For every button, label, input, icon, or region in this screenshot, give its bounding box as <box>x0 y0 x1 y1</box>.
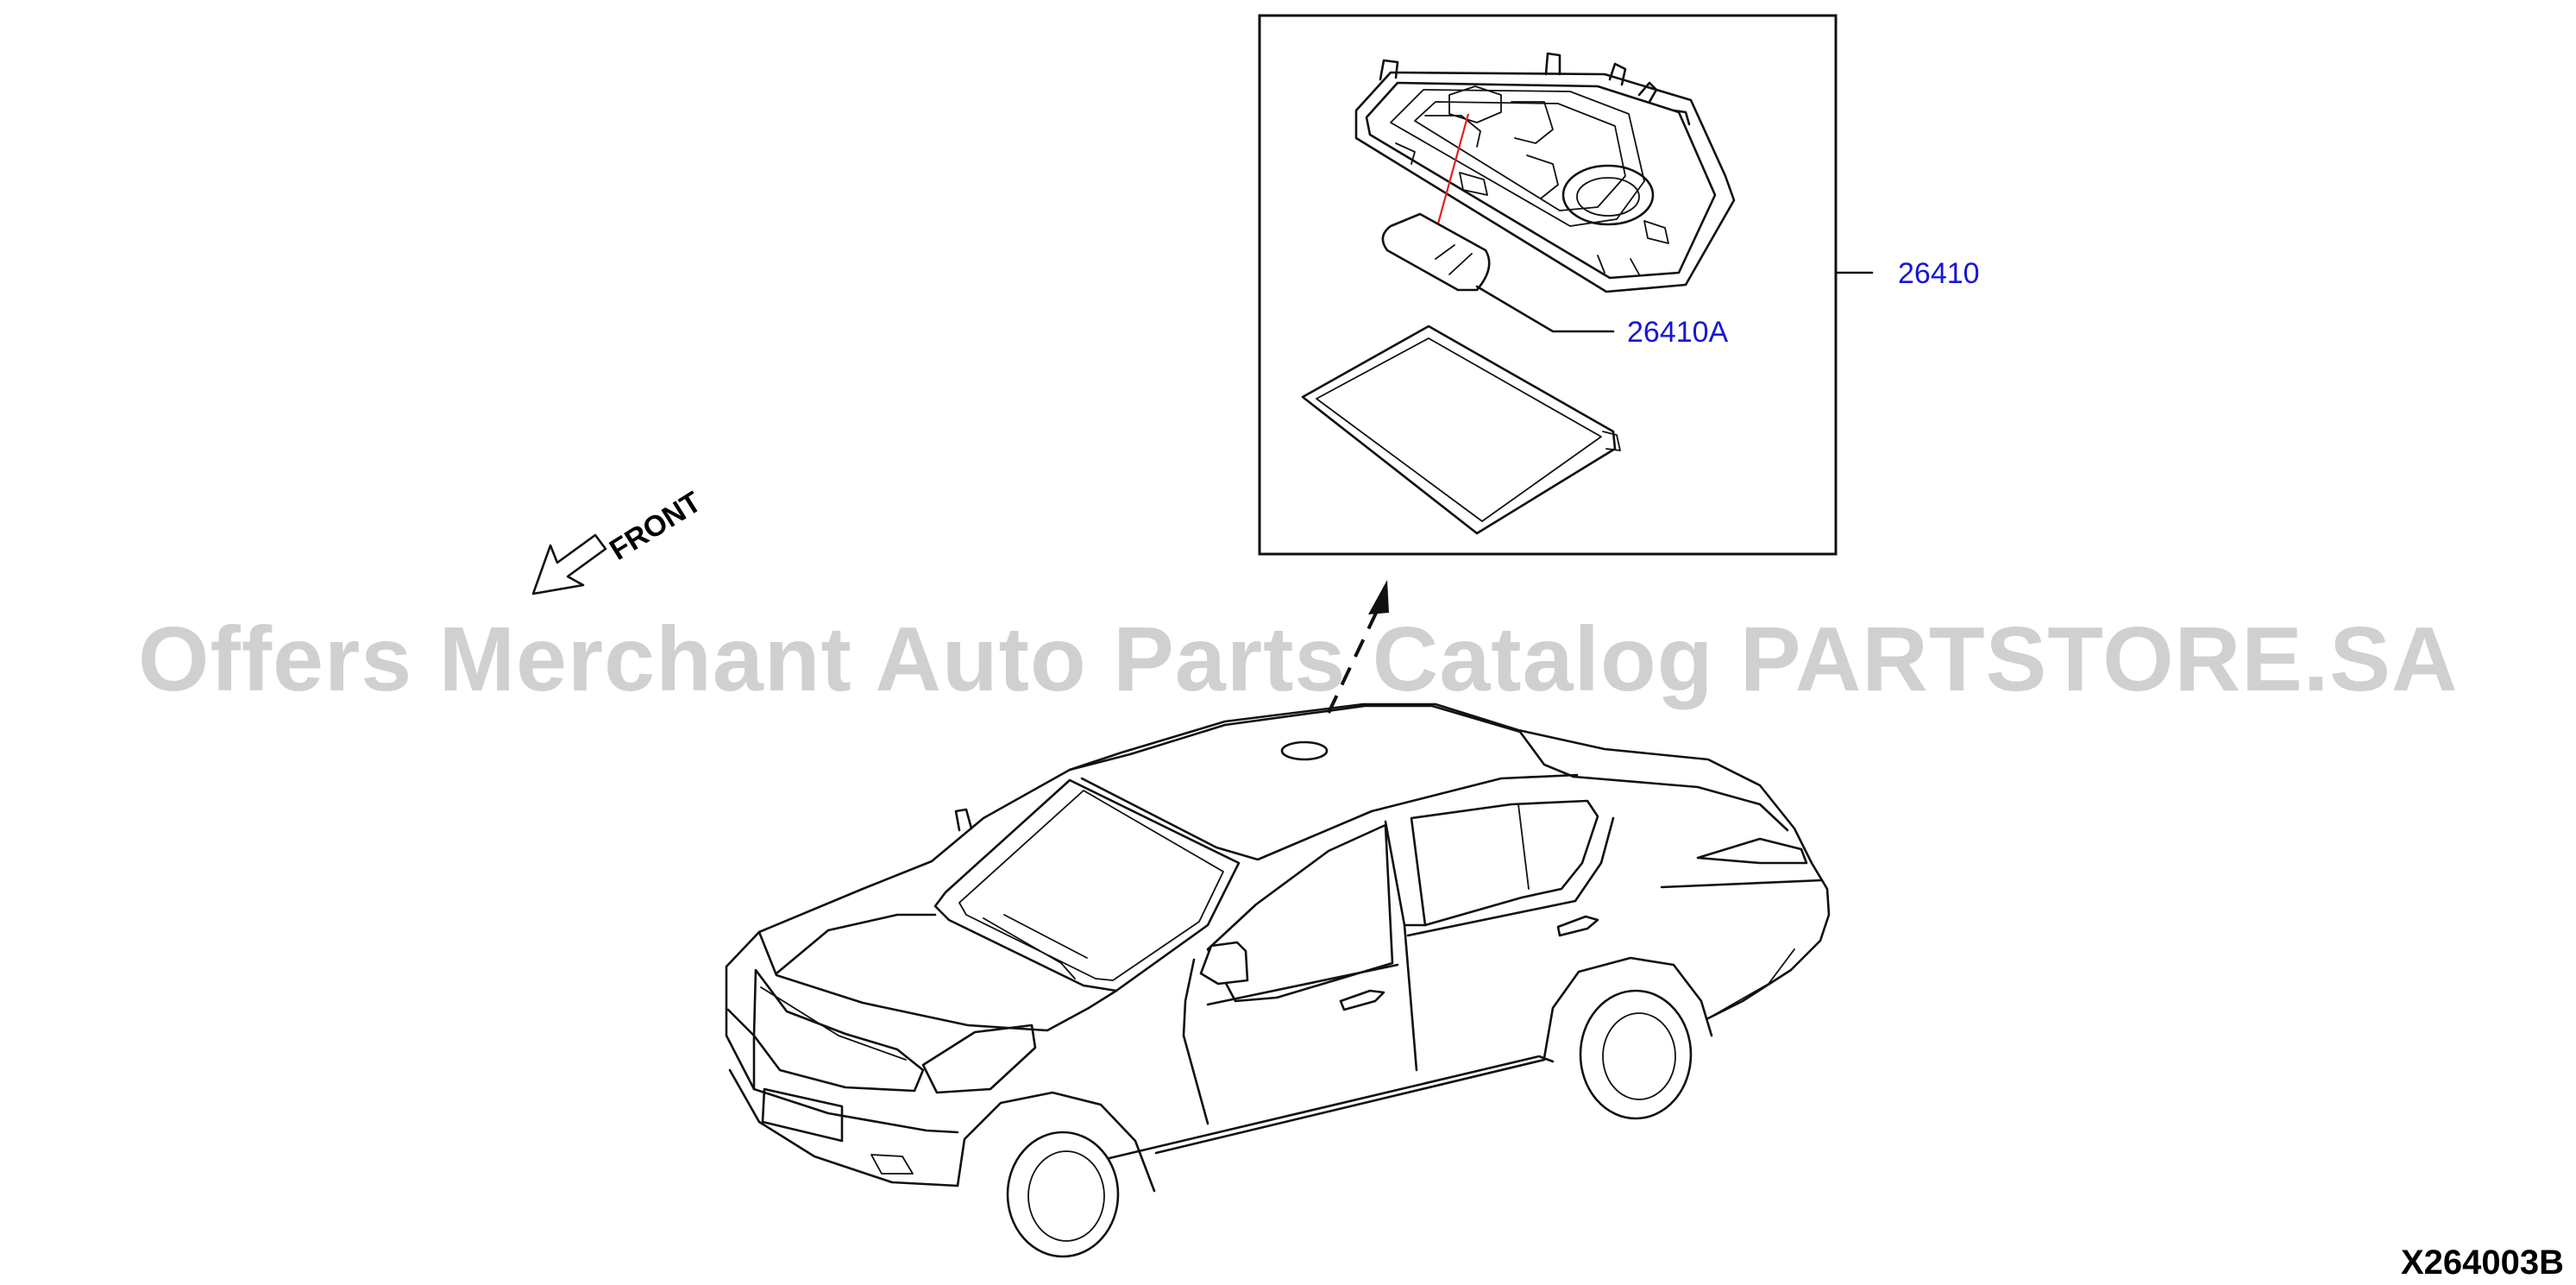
bulb-socket-leader <box>1434 113 1470 234</box>
diagram-code: X264003B <box>2401 1244 2564 1281</box>
grille <box>752 968 925 1093</box>
bulb <box>1381 212 1491 292</box>
lamp-lens <box>1301 324 1621 535</box>
front-direction-indicator: FRONT <box>531 485 707 595</box>
front-door-handle <box>1339 989 1385 1011</box>
roof-lamp-location <box>1280 740 1329 761</box>
front-label: FRONT <box>604 485 707 566</box>
rear-wheel <box>1579 989 1693 1120</box>
front-arrow-icon <box>531 533 607 595</box>
front-wheel <box>1006 1131 1120 1258</box>
headlight <box>921 1024 1037 1094</box>
arrow-head-icon <box>1368 580 1389 614</box>
location-arrow <box>1327 580 1389 714</box>
vehicle-sedan <box>725 702 1831 1258</box>
callout-26410[interactable]: 26410 <box>1898 257 1980 290</box>
taillight <box>1696 837 1808 865</box>
callout-26410A[interactable]: 26410A <box>1627 316 1729 349</box>
rear-door-handle <box>1556 915 1599 937</box>
room-lamp-housing <box>1354 52 1736 293</box>
leader-26410A <box>1475 285 1615 333</box>
detail-inset <box>1258 14 1874 556</box>
license-plate <box>761 1087 844 1143</box>
watermark: Offers Merchant Auto Parts Catalog PARTS… <box>138 608 2459 710</box>
side-mirror <box>1199 941 1249 986</box>
